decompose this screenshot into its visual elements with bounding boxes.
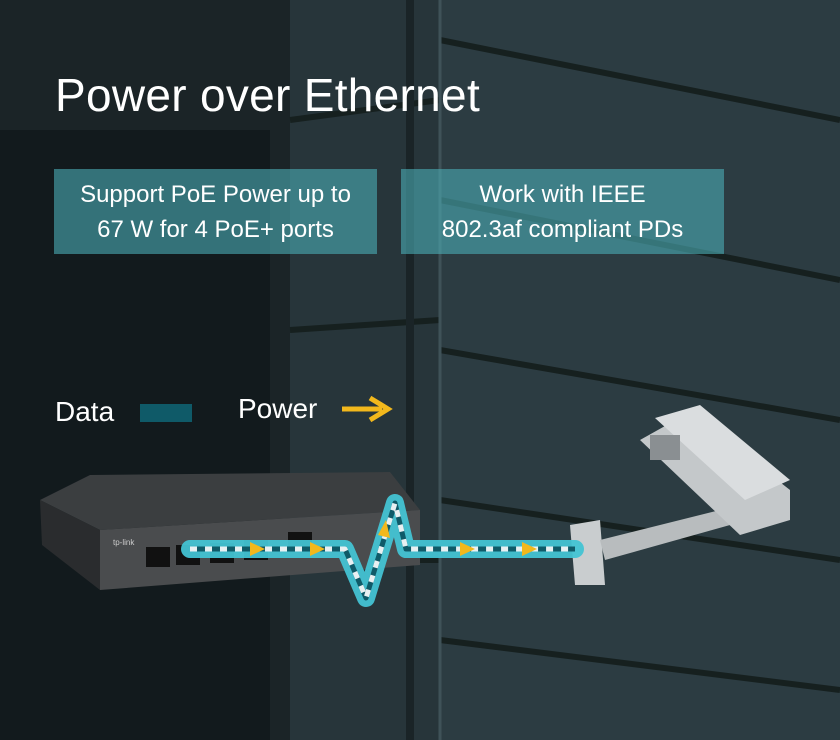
feature-box-ieee: Work with IEEE 802.3af compliant PDs bbox=[401, 169, 724, 254]
feature-text: 802.3af compliant PDs bbox=[441, 215, 684, 243]
feature-text: 67 W for 4 PoE+ ports bbox=[97, 215, 334, 243]
legend-data-swatch bbox=[140, 404, 192, 422]
security-camera bbox=[570, 405, 790, 585]
legend-power-label: Power bbox=[238, 393, 318, 424]
feature-text: Work with IEEE bbox=[479, 180, 646, 208]
legend-power-arrow-icon bbox=[342, 395, 393, 423]
legend-data-label: Data bbox=[55, 396, 115, 427]
power-arrows bbox=[250, 520, 537, 556]
feature-box-poe-power: Support PoE Power up to 67 W for 4 PoE+ p… bbox=[54, 169, 377, 254]
page-title: Power over Ethernet bbox=[55, 69, 481, 121]
brand-logo: tp-link bbox=[113, 538, 135, 547]
feature-text: Support PoE Power up to bbox=[80, 180, 351, 208]
